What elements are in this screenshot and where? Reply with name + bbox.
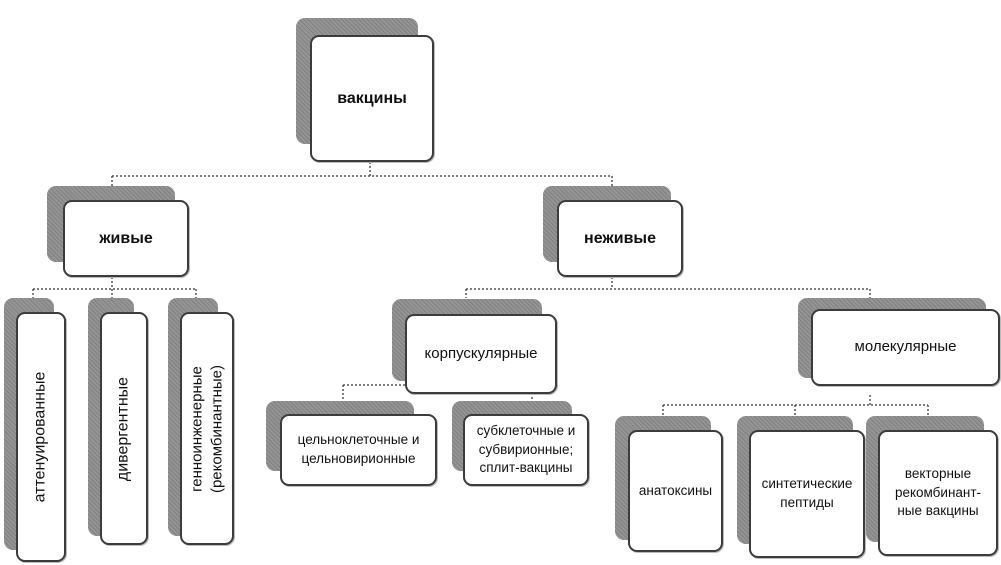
node-vector-recombinant-label: векторные рекомбинант-ные вакцины — [894, 465, 982, 519]
node-whole-cell-label: цельноклеточные и цельновирионные — [297, 432, 420, 466]
node-divergent-label: дивергентные — [114, 376, 132, 481]
node-vaccines-label: вакцины — [337, 89, 407, 107]
node-synthetic-peptides-label: синтетические пептиды — [761, 476, 853, 510]
node-subcellular-label: субклеточные и субвирионные; сплит-вакци… — [476, 422, 576, 476]
node-toxoids-label: анатоксины — [638, 482, 713, 498]
node-genetic-label: генноинженерные (рекомбинантные) — [188, 364, 226, 493]
node-nonlive-label: неживые — [584, 229, 656, 247]
node-live-label: живые — [99, 229, 153, 247]
node-molecular-label: молекулярные — [854, 338, 957, 356]
node-corpuscular-label: корпускулярные — [424, 344, 538, 362]
node-attenuated-label: аттенуированные — [31, 371, 49, 503]
